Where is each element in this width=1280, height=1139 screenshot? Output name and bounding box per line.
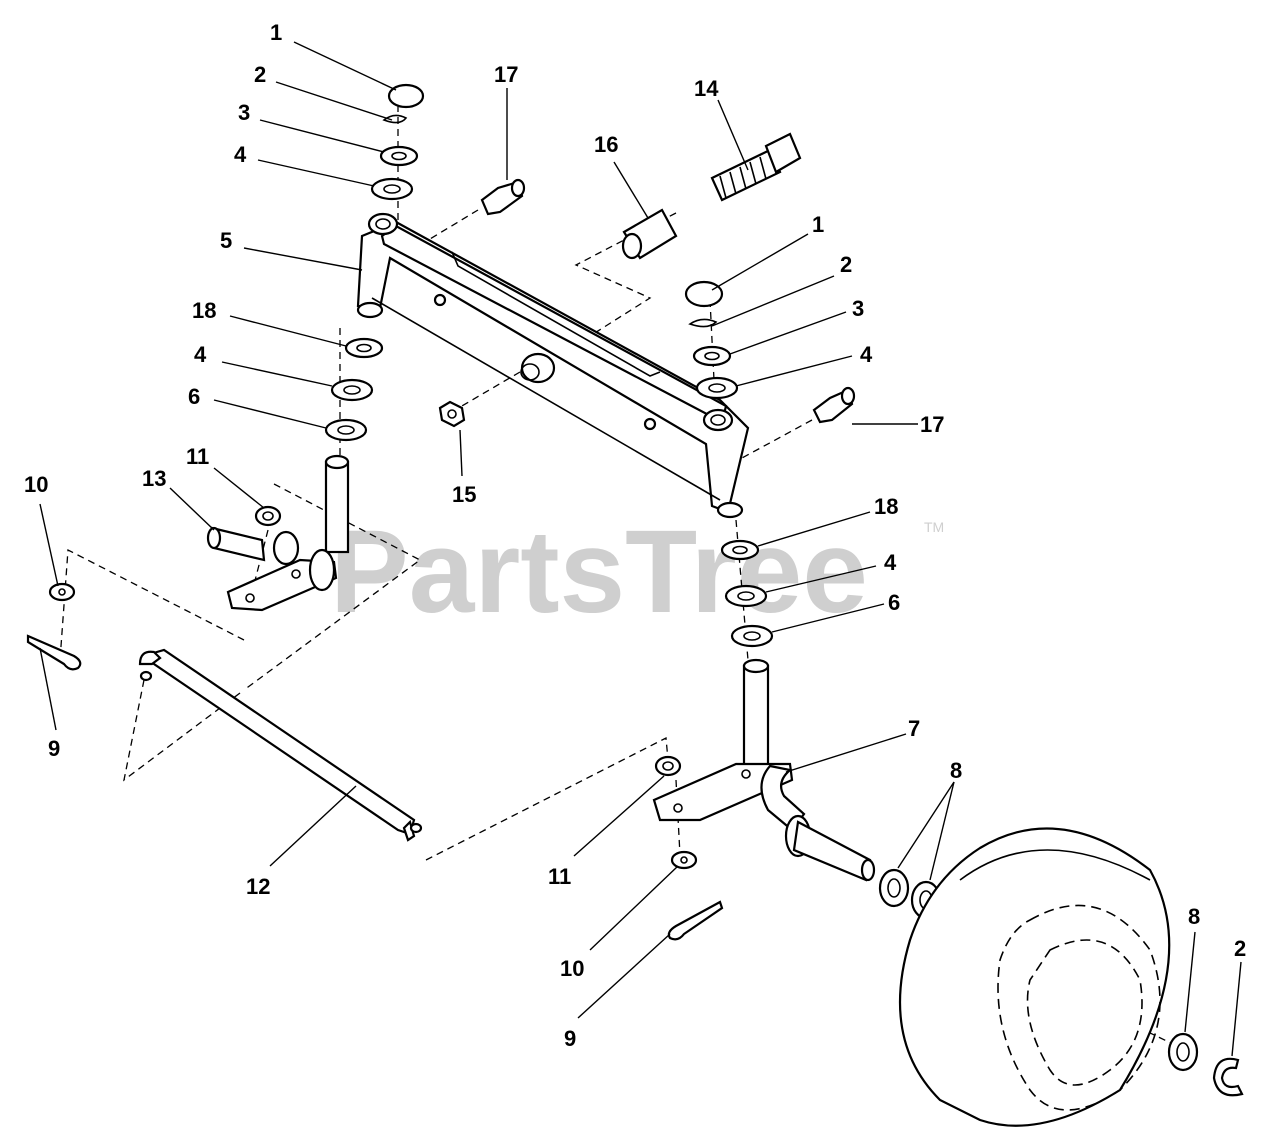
clip-left xyxy=(382,114,408,124)
callout-2-c: 2 xyxy=(1234,936,1246,961)
right-washer-and-pin xyxy=(667,850,724,941)
axle-beam xyxy=(356,212,750,519)
callout-14: 14 xyxy=(694,76,719,101)
callout-8-a: 8 xyxy=(950,758,962,783)
callout-3-a: 3 xyxy=(238,100,250,125)
right-spindle xyxy=(652,658,876,882)
bushing-right xyxy=(654,755,682,777)
leader-lines xyxy=(39,41,1242,1057)
callout-4-d: 4 xyxy=(884,550,897,575)
callout-18-a: 18 xyxy=(192,298,216,323)
washer-3-left xyxy=(379,145,419,167)
callout-6-a: 6 xyxy=(188,384,200,409)
bolt xyxy=(710,132,802,202)
callout-9-b: 9 xyxy=(564,1026,576,1051)
callout-15: 15 xyxy=(452,482,476,507)
callout-4-c: 4 xyxy=(194,342,207,367)
right-top-hardware xyxy=(684,280,739,400)
left-spindle xyxy=(206,454,350,612)
cap-left xyxy=(387,83,425,109)
callout-7: 7 xyxy=(908,716,920,741)
callout-3-b: 3 xyxy=(852,296,864,321)
callout-10-a: 10 xyxy=(24,472,48,497)
callout-5: 5 xyxy=(220,228,232,253)
nut xyxy=(438,400,466,428)
callout-16: 16 xyxy=(594,132,618,157)
outer-hardware xyxy=(1167,1032,1244,1097)
washer-4-left xyxy=(370,177,414,201)
spacer-tube xyxy=(621,208,678,260)
callout-10-b: 10 xyxy=(560,956,584,981)
callout-2-b: 2 xyxy=(840,252,852,277)
callout-4-a: 4 xyxy=(234,142,247,167)
callout-17-b: 17 xyxy=(920,412,944,437)
callout-17-a: 17 xyxy=(494,62,518,87)
callout-18-b: 18 xyxy=(874,494,898,519)
tie-rod xyxy=(138,648,423,842)
callout-2-a: 2 xyxy=(254,62,266,87)
watermark-brand: PartsTree xyxy=(330,506,868,638)
callout-11-a: 11 xyxy=(186,444,209,469)
left-top-hardware xyxy=(370,83,425,201)
callout-1-b: 1 xyxy=(812,212,824,237)
callout-6-b: 6 xyxy=(888,590,900,615)
watermark-trademark: TM xyxy=(924,519,944,535)
callout-1-a: 1 xyxy=(270,20,282,45)
left-washer-and-pin xyxy=(26,582,82,671)
right-lower-washers xyxy=(720,539,774,648)
callouts: 1 2 3 4 17 14 16 5 1 2 3 4 18 4 6 17 15 … xyxy=(24,20,1246,1051)
grease-fitting-right xyxy=(812,386,856,424)
grease-fitting-top xyxy=(480,178,526,216)
left-lower-washers xyxy=(324,337,384,442)
bushing-left xyxy=(254,505,282,527)
wheel xyxy=(898,827,1171,1127)
callout-9-a: 9 xyxy=(48,736,60,761)
callout-4-b: 4 xyxy=(860,342,873,367)
watermark: PartsTree TM xyxy=(330,506,944,638)
callout-11-b: 11 xyxy=(548,864,571,889)
callout-8-b: 8 xyxy=(1188,904,1200,929)
callout-12: 12 xyxy=(246,874,270,899)
callout-13: 13 xyxy=(142,466,166,491)
